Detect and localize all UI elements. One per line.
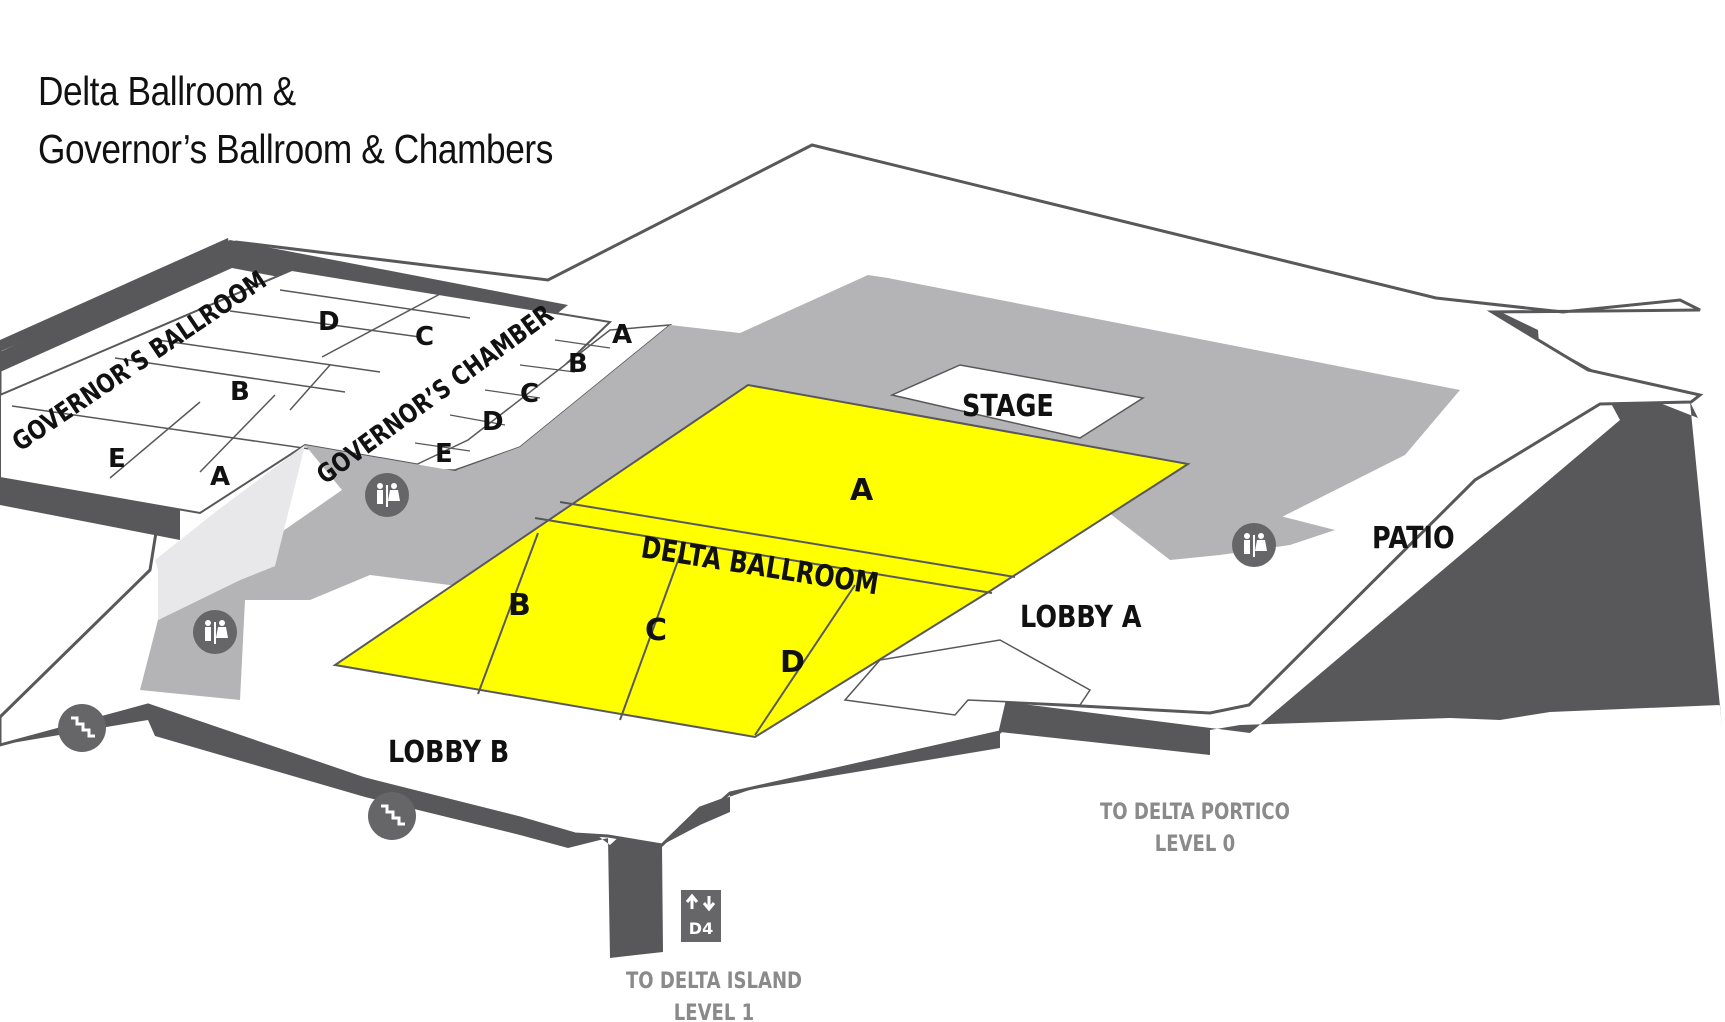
elevator-label: D4 [689, 919, 713, 938]
patio-label: PATIO [1372, 520, 1455, 556]
portico-direction-line1: TO DELTA PORTICO [1100, 798, 1290, 824]
delta-ballroom-section-c: C [645, 613, 667, 648]
delta-ballroom [332, 383, 1191, 739]
island-direction-line1: TO DELTA ISLAND [626, 967, 802, 993]
stage [889, 364, 1146, 439]
restroom-icon [1232, 523, 1276, 567]
title-line-1: Delta Ballroom & [38, 68, 296, 114]
delta-ballroom-section-a: A [850, 473, 874, 508]
restroom-icon [193, 610, 237, 654]
lobby-b-label: LOBBY B [388, 734, 509, 770]
governors-ballroom-shadow [0, 478, 180, 540]
gov-ballroom-section-d: D [318, 307, 340, 337]
gov-ballroom-section-c: C [415, 322, 434, 352]
island-direction-line2: LEVEL 1 [674, 999, 754, 1022]
delta-ballroom-section-b: B [508, 588, 531, 623]
gov-ballroom-section-a: A [210, 462, 230, 492]
gov-ballroom-section-b: B [230, 377, 250, 407]
gov-ballroom-section-e: E [108, 444, 126, 474]
title-line-2: Governor’s Ballroom & Chambers [38, 126, 553, 172]
gov-chamber-section-b: B [568, 349, 588, 379]
gov-chamber-section-e: E [435, 439, 453, 469]
gov-chamber-section-c: C [520, 379, 539, 409]
restroom-icon [365, 473, 409, 517]
elevator-icon: D4 [681, 890, 721, 942]
delta-ballroom-section-d: D [780, 645, 805, 680]
stairs-icon [58, 704, 106, 752]
corridor-light [155, 445, 305, 620]
delta-ballroom-dividers [477, 501, 1016, 736]
stairs-icon [368, 792, 416, 840]
lobby-notch [843, 639, 1092, 716]
portico-direction-line2: LEVEL 0 [1155, 830, 1235, 856]
stage-label: STAGE [962, 388, 1054, 424]
lobby-a-label: LOBBY A [1020, 599, 1142, 635]
governors-chamber-grid [414, 339, 611, 452]
governors-ballroom-grid [11, 289, 471, 479]
gov-chamber-section-d: D [482, 407, 504, 437]
gov-chamber-section-a: A [612, 320, 632, 350]
